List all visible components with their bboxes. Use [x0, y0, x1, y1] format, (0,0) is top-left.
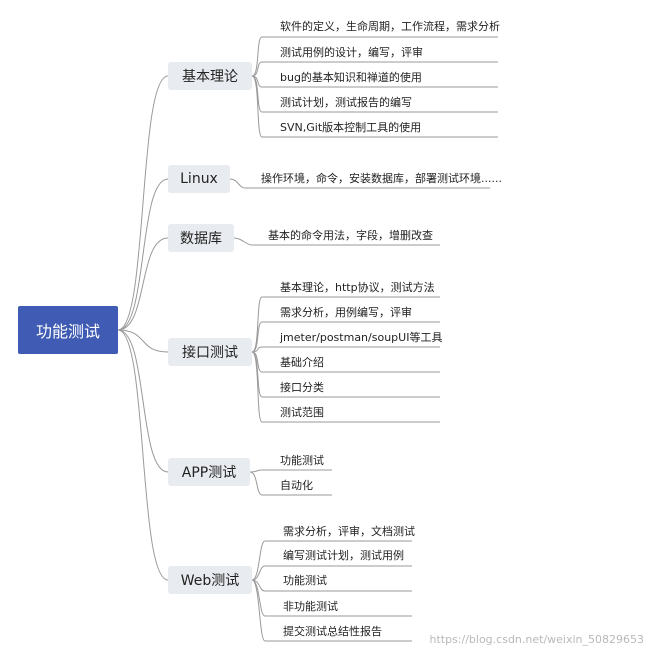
leaf-connector-1-0: [229, 178, 490, 189]
leaf-interface-1: 基本理论，http协议，测试方法: [280, 281, 435, 294]
watermark: https://blog.csdn.net/weixin_50829653: [429, 633, 644, 646]
leaf-web-2: 编写测试计划，测试用例: [283, 549, 404, 562]
leaf-connector-3-2: [251, 346, 440, 353]
leaf-linux-1: 操作环境，命令，安装数据库，部署测试环境......: [261, 172, 502, 185]
leaf-basic-theory-1: 软件的定义，生命周期，工作流程，需求分析: [280, 20, 500, 33]
leaf-connector-5-0: [251, 540, 412, 581]
branch-node-linux: Linux: [168, 165, 230, 193]
root-branch-connector-5: [117, 329, 169, 581]
leaf-connector-4-1: [249, 471, 332, 496]
leaf-web-1: 需求分析，评审，文档测试: [283, 525, 415, 538]
leaf-interface-5: 接口分类: [280, 381, 324, 394]
leaf-connector-4-0: [249, 469, 332, 473]
leaf-connector-2-0: [233, 237, 440, 246]
branch-node-web-testing: Web测试: [168, 566, 252, 594]
root-branch-connector-0: [117, 75, 169, 331]
root-node: 功能测试: [18, 306, 118, 354]
root-branch-connector-1: [117, 178, 169, 331]
root-branch-connector-3: [117, 329, 169, 353]
leaf-interface-4: 基础介绍: [280, 356, 324, 369]
leaf-connector-0-1: [251, 61, 498, 77]
leaf-app-1: 功能测试: [280, 454, 324, 467]
leaf-connector-3-0: [251, 296, 440, 353]
leaf-web-4: 非功能测试: [283, 600, 338, 613]
root-branch-connector-2: [117, 237, 169, 331]
leaf-basic-theory-5: SVN,Git版本控制工具的使用: [280, 121, 422, 134]
branch-node-basic-theory: 基本理论: [168, 62, 252, 90]
leaf-connector-3-1: [251, 321, 440, 353]
leaf-basic-theory-3: bug的基本知识和禅道的使用: [280, 71, 422, 84]
leaf-connector-3-5: [251, 351, 440, 423]
leaf-connector-5-4: [251, 579, 412, 642]
leaf-connector-0-0: [251, 36, 498, 77]
leaf-basic-theory-2: 测试用例的设计，编写，评审: [280, 46, 423, 59]
leaf-connector-5-2: [251, 579, 412, 592]
root-branch-connector-4: [117, 329, 169, 473]
branch-node-app-testing: APP测试: [168, 458, 250, 486]
leaf-interface-3: jmeter/postman/soupUI等工具: [280, 331, 443, 344]
leaf-interface-6: 测试范围: [280, 406, 324, 419]
leaf-app-2: 自动化: [280, 479, 313, 492]
leaf-connector-5-1: [251, 565, 412, 581]
branch-node-database: 数据库: [168, 224, 234, 252]
leaf-basic-theory-4: 测试计划，测试报告的编写: [280, 96, 412, 109]
leaf-web-3: 功能测试: [283, 574, 327, 587]
leaf-database-1: 基本的命令用法，字段，增删改查: [268, 229, 433, 242]
leaf-connector-0-4: [251, 75, 498, 138]
branch-node-interface-testing: 接口测试: [168, 338, 252, 366]
leaf-web-5: 提交测试总结性报告: [283, 625, 382, 638]
leaf-interface-2: 需求分析，用例编写，评审: [280, 306, 412, 319]
